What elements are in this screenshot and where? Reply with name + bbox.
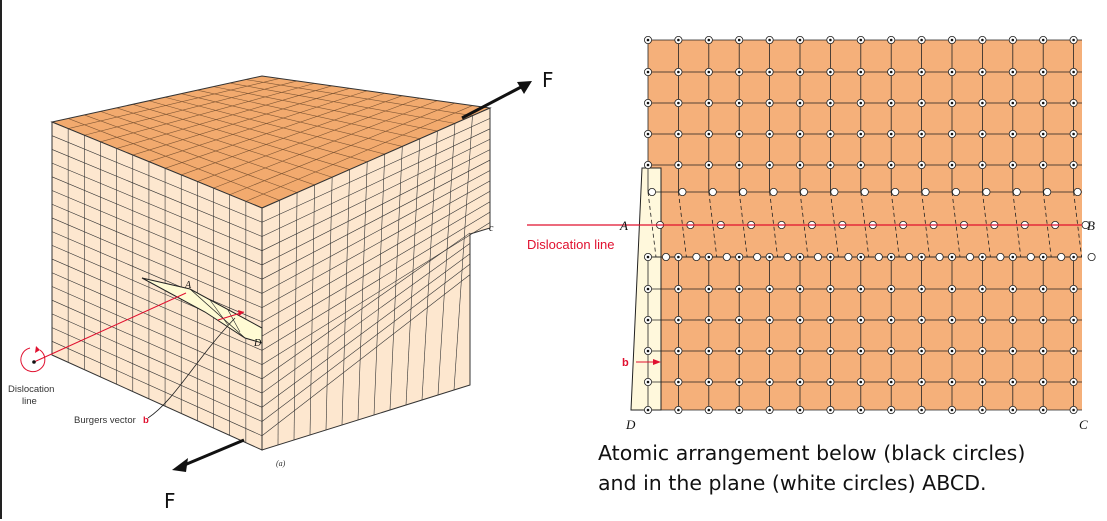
force-arrow-bottom: [181, 438, 245, 468]
point-c-left: c: [489, 223, 494, 234]
block-side-face: [261, 107, 491, 451]
point-c-right: C: [1079, 417, 1088, 432]
point-d-right: D: [625, 417, 636, 432]
point-a-left: A: [184, 280, 192, 291]
dislocation-line-label: Dislocation line: [527, 237, 614, 252]
force-arrow-top: [461, 84, 524, 120]
dislocation-line-left: [33, 292, 187, 363]
point-d-left: D: [253, 338, 262, 349]
force-label-bottom: F: [164, 489, 176, 513]
burgers-symbol-right: b: [622, 357, 629, 369]
burgers-symbol-left: b: [143, 415, 149, 426]
left-dislocation-label-1: Dislocation: [8, 384, 54, 395]
left-dislocation-label-2: line: [22, 396, 37, 407]
burgers-vector-label: Burgers vector: [74, 415, 136, 426]
rotation-icon: [20, 347, 46, 373]
atomic-lattice: [527, 36, 1096, 414]
point-b-right: B: [1087, 218, 1095, 233]
figure-caption: Atomic arrangement below (black circles)…: [598, 438, 1103, 498]
crystal-block: [20, 75, 532, 472]
caption-line-2: and in the plane (white circles) ABCD.: [598, 471, 987, 495]
burgers-leader: [147, 317, 236, 419]
point-a-right: A: [619, 218, 628, 233]
caption-line-1: Atomic arrangement below (black circles): [598, 441, 1026, 465]
force-label-top: F: [542, 68, 554, 92]
subfigure-label: (a): [276, 459, 286, 468]
